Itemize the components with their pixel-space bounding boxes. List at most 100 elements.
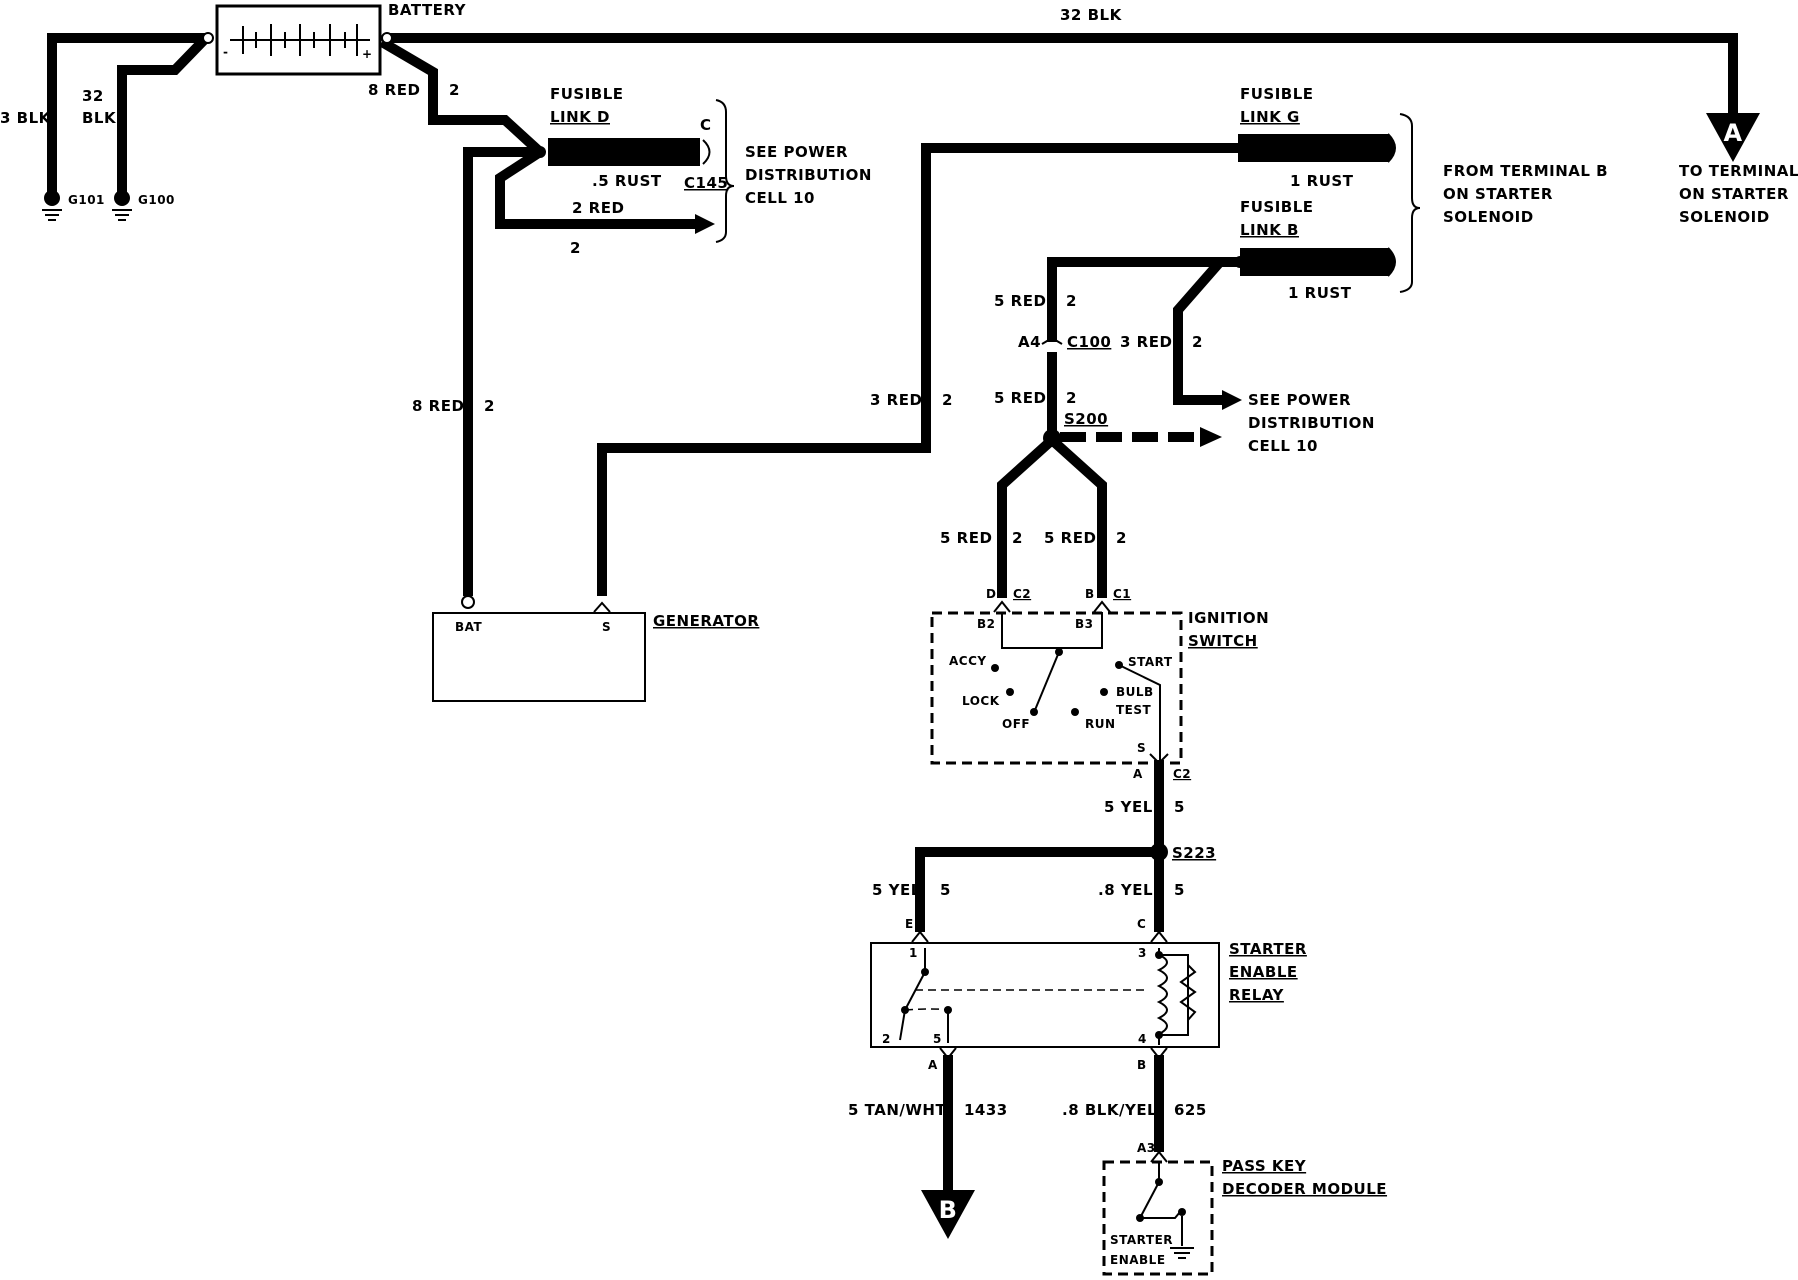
- fusible-g-end-icon: [1387, 133, 1396, 163]
- wire-5red-a: [1047, 257, 1240, 342]
- fusible-d-node: [534, 146, 546, 158]
- fusible-d-body: [548, 138, 700, 166]
- fusible-d-line1: FUSIBLE: [550, 85, 624, 103]
- relay-p1: 1: [909, 946, 918, 960]
- ignition-pin-b: B: [1085, 587, 1095, 601]
- relay-e-terminal: [911, 930, 929, 943]
- ignition-start: START: [1128, 655, 1173, 669]
- wire-label-5tan-n: 1433: [964, 1101, 1008, 1119]
- wire-2red: [495, 147, 695, 229]
- ignition-contact-run: [1071, 708, 1079, 716]
- note-see-power-2-l2: DISTRIBUTION: [1248, 414, 1375, 432]
- wire-label-1rust-b: 1 RUST: [1288, 284, 1352, 302]
- wire-label-5red-r: 5 RED: [1044, 529, 1096, 547]
- wire-label-8red-gen-n: 2: [484, 397, 495, 415]
- battery-neg-label: -: [223, 45, 228, 59]
- wire-3red-gen: [597, 143, 1240, 596]
- note-from-terminal-l2: ON STARTER: [1443, 185, 1553, 203]
- wire-label-5red-l-n: 2: [1012, 529, 1023, 547]
- ignition-test: TEST: [1116, 703, 1152, 717]
- splice-s223: S223: [1150, 843, 1216, 862]
- wire-label-5red-b-n: 2: [1066, 389, 1077, 407]
- wire-3red-b: [1173, 258, 1224, 405]
- c100-pin-a4: A4: [1018, 333, 1041, 351]
- wire-label-5yel-l: 5 YEL: [872, 881, 921, 899]
- ignition-switch-box: [930, 611, 1183, 765]
- note-see-power-1-l1: SEE POWER: [745, 143, 848, 161]
- wire-label-5red-r-n: 2: [1116, 529, 1127, 547]
- ignition-pivot: [1055, 648, 1063, 656]
- offpage-connector-a: A: [1706, 113, 1760, 162]
- fusible-b-line2: LINK B: [1240, 221, 1299, 239]
- ignition-label-2: SWITCH: [1188, 632, 1258, 650]
- relay-a-terminal: [939, 1047, 957, 1060]
- note-to-terminal-l3: SOLENOID: [1679, 208, 1770, 226]
- ignition-off: OFF: [1002, 717, 1030, 731]
- relay-label-2: ENABLE: [1229, 963, 1298, 981]
- passkey-starter: STARTER: [1110, 1233, 1173, 1247]
- relay-switch-arm: [904, 971, 926, 1011]
- fusible-g-line1: FUSIBLE: [1240, 85, 1314, 103]
- fusible-link-g: FUSIBLE LINK G: [1238, 85, 1396, 163]
- arrow-3red: [1222, 390, 1242, 410]
- s223-label: S223: [1172, 844, 1216, 862]
- fusible-d-pin: C: [700, 116, 712, 134]
- ignition-c2-bottom: C2: [1173, 767, 1191, 781]
- fusible-d-connector-icon: [702, 139, 711, 165]
- passkey-label-2: DECODER MODULE: [1222, 1180, 1387, 1198]
- note-see-power-1: SEE POWER DISTRIBUTION CELL 10: [745, 143, 872, 207]
- wire-label-32blk-top: 32 BLK: [1060, 6, 1123, 24]
- c100-label: C100: [1067, 333, 1111, 351]
- wire-label-8red-gen: 8 RED: [412, 397, 464, 415]
- fusible-b-line1: FUSIBLE: [1240, 198, 1314, 216]
- arrow-2red: [695, 214, 715, 234]
- wire-label-3blk: 3 BLK: [0, 109, 52, 127]
- wire-label-3red-b: 3 RED: [1120, 333, 1172, 351]
- relay-label-1: STARTER: [1229, 940, 1307, 958]
- note-see-power-1-l2: DISTRIBUTION: [745, 166, 872, 184]
- ground-g100-icon: [112, 209, 132, 221]
- wire-label-8blkyel: .8 BLK/YEL: [1062, 1101, 1157, 1119]
- fusible-b-body: [1240, 248, 1388, 276]
- wire-8red-gen: [463, 147, 540, 596]
- s200-label: S200: [1064, 410, 1108, 428]
- wire-5red-r: [1048, 436, 1107, 598]
- passkey-switch-arm: [1139, 1181, 1160, 1219]
- fusible-g-line2: LINK G: [1240, 108, 1300, 126]
- relay-b-terminal: [1150, 1047, 1168, 1060]
- ignition-s: S: [1137, 741, 1146, 755]
- ignition-b2: B2: [977, 617, 996, 631]
- ignition-switch: D C2 B C1 B2 B3 ACCY LOCK OFF RUN START …: [930, 587, 1269, 781]
- relay-p2: 2: [882, 1032, 891, 1046]
- ground-g100: G100: [112, 190, 174, 221]
- note-see-power-2-l3: CELL 10: [1248, 437, 1318, 455]
- wire-label-8blkyel-n: 625: [1174, 1101, 1207, 1119]
- battery-label: BATTERY: [388, 1, 467, 19]
- note-see-power-1-l3: CELL 10: [745, 189, 815, 207]
- offpage-b-icon: [921, 1190, 975, 1239]
- relay-label-3: RELAY: [1229, 986, 1285, 1004]
- splice-s200: S200: [1043, 410, 1108, 447]
- wire-label-5yel-n: 5: [1174, 798, 1185, 816]
- generator-bat-label: BAT: [455, 620, 483, 634]
- generator-body: [432, 612, 646, 702]
- connector-c100: A4 C100: [1018, 333, 1111, 351]
- relay-p4: 4: [1138, 1032, 1147, 1046]
- generator: BAT S GENERATOR: [432, 595, 759, 702]
- ignition-label-1: IGNITION: [1188, 609, 1269, 627]
- note-from-terminal-l1: FROM TERMINAL B: [1443, 162, 1608, 180]
- ignition-accy: ACCY: [949, 654, 987, 668]
- pass-key-decoder-module: A3 STARTER ENABLE PASS KEY DECODER MODUL…: [1102, 1141, 1387, 1276]
- wire-label-32blk-b: BLK: [82, 109, 117, 127]
- wire-label-8red-top: 8 RED: [368, 81, 420, 99]
- relay-pin-a: A: [928, 1058, 938, 1072]
- wire-label-5yel: 5 YEL: [1104, 798, 1153, 816]
- ignition-c1: C1: [1113, 587, 1131, 601]
- wire-label-3red-gen-n: 2: [942, 391, 953, 409]
- relay-pin-c: C: [1137, 917, 1146, 931]
- note-see-power-2: SEE POWER DISTRIBUTION CELL 10: [1248, 391, 1375, 455]
- fusible-g-body: [1238, 134, 1388, 162]
- ignition-c2: C2: [1013, 587, 1031, 601]
- wire-label-3red-gen: 3 RED: [870, 391, 922, 409]
